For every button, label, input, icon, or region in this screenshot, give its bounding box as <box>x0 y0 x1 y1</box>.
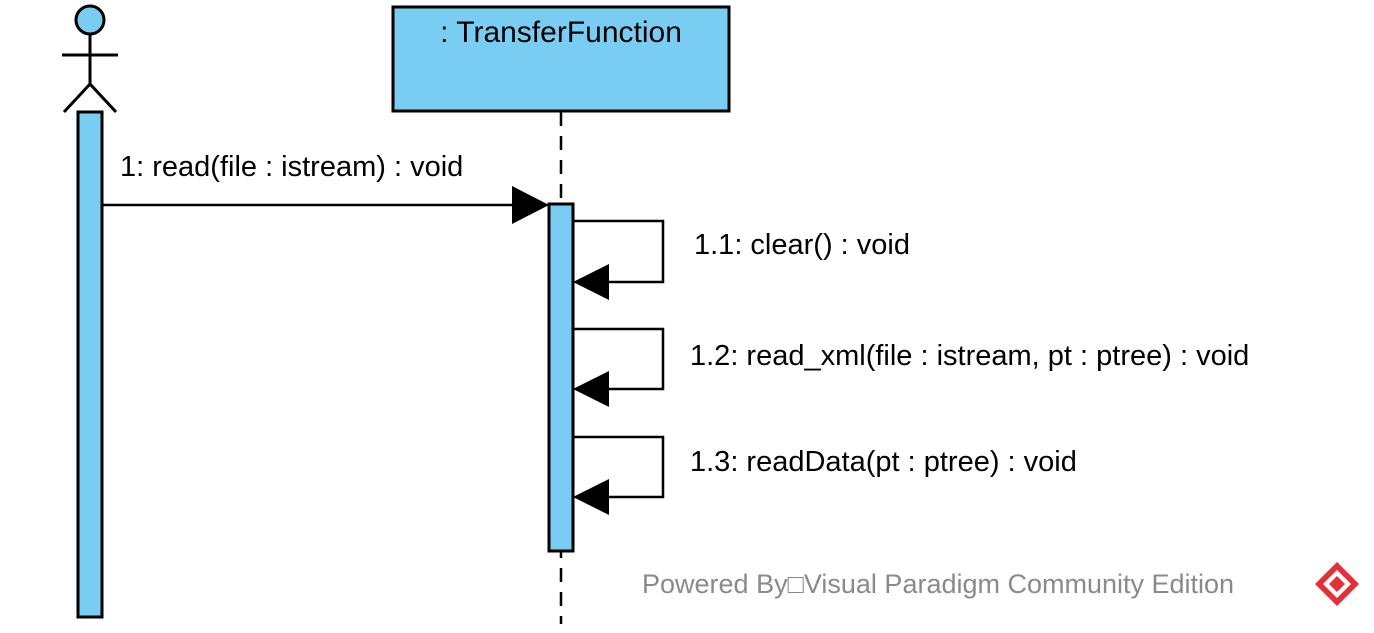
lifeline-header-box[interactable] <box>391 5 731 113</box>
message-1-1-arrowhead <box>573 264 609 300</box>
message-1-3-arrowhead <box>573 479 609 515</box>
actor-right-leg <box>88 82 118 114</box>
visual-paradigm-logo-icon <box>1315 562 1359 606</box>
lifeline-title: : TransferFunction <box>440 16 682 49</box>
lifeline-activation-bar[interactable] <box>547 202 575 553</box>
message-1-3-line <box>573 435 665 499</box>
message-1[interactable]: 1: read(file : istream) : void <box>102 151 549 224</box>
message-1-2-line <box>573 327 665 391</box>
message-1-3-label: 1.3: readData(pt : ptree) : void <box>690 446 1077 478</box>
message-1-arrowhead <box>512 186 549 224</box>
actor-head <box>74 4 106 36</box>
message-1-1-line <box>573 219 665 284</box>
message-1-2-label: 1.2: read_xml(file : istream, pt : ptree… <box>690 340 1249 372</box>
message-1-1[interactable]: 1.1: clear() : void <box>573 219 910 300</box>
actor-activation-bar[interactable] <box>76 110 104 619</box>
message-1-2-arrowhead <box>573 371 609 407</box>
lifeline-transferfunction[interactable]: : TransferFunction <box>391 5 731 113</box>
message-1-1-label: 1.1: clear() : void <box>694 229 910 261</box>
actor-left-leg <box>62 82 92 114</box>
watermark-text: Powered By□Visual Paradigm Community Edi… <box>642 569 1234 599</box>
message-1-2[interactable]: 1.2: read_xml(file : istream, pt : ptree… <box>573 327 1249 407</box>
message-1-3[interactable]: 1.3: readData(pt : ptree) : void <box>573 435 1077 515</box>
actor-figure[interactable] <box>62 4 118 114</box>
message-1-label: 1: read(file : istream) : void <box>120 151 463 183</box>
